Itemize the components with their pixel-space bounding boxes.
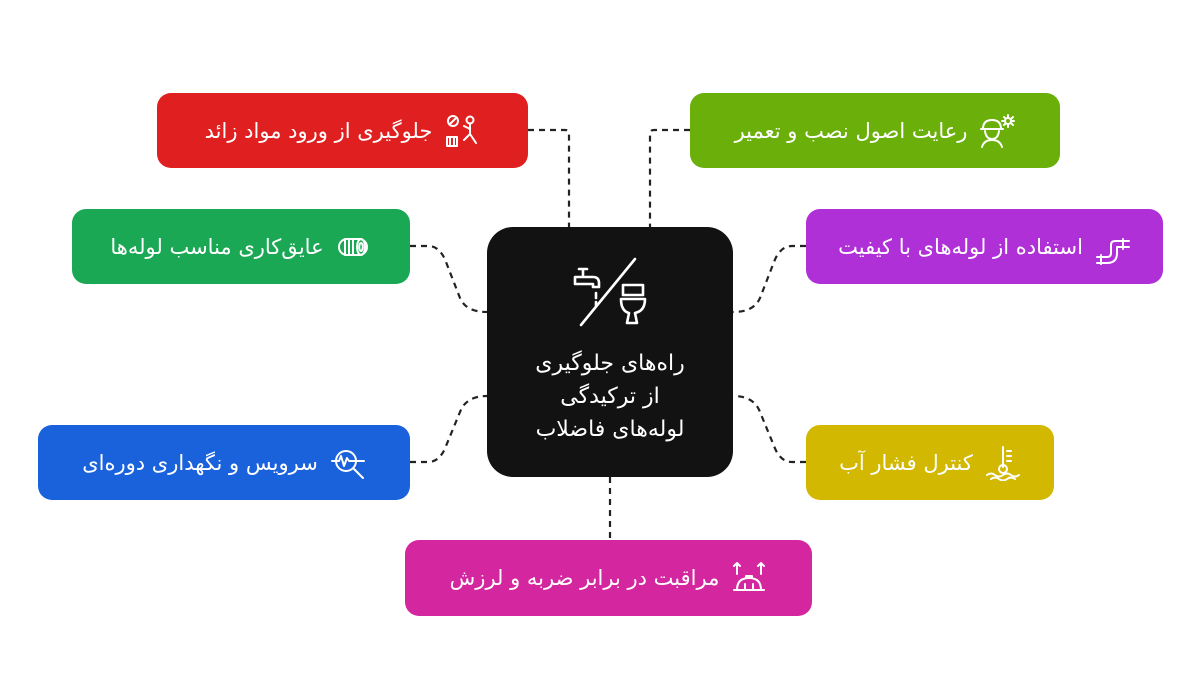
- water-pressure-icon: [985, 445, 1021, 481]
- node-prevent-waste: جلوگیری از ورود مواد زائد: [157, 93, 528, 168]
- central-topic: راه‌های جلوگیری از ترکیدگی لوله‌های فاضل…: [487, 227, 733, 477]
- node-installation-repair: رعایت اصول نصب و تعمیر: [690, 93, 1060, 168]
- node-impact-vibration: مراقبت در برابر ضربه و لرزش: [405, 540, 812, 616]
- node-quality-pipes: استفاده از لوله‌های با کیفیت: [806, 209, 1163, 284]
- node-periodic-service: سرویس و نگهداری دوره‌ای: [38, 425, 410, 500]
- pipe-icon: [1095, 229, 1131, 265]
- node-label: کنترل فشار آب: [839, 450, 973, 475]
- central-title-line-1: راه‌های جلوگیری: [535, 351, 685, 376]
- node-label: رعایت اصول نصب و تعمیر: [734, 118, 968, 143]
- connector-lime: [648, 128, 690, 227]
- node-label: مراقبت در برابر ضربه و لرزش: [449, 566, 720, 590]
- node-label: استفاده از لوله‌های با کیفیت: [838, 234, 1083, 259]
- central-title-line-2: از ترکیدگی: [560, 384, 660, 409]
- faucet-toilet-slash-icon: [565, 249, 655, 333]
- connector-green: [410, 244, 488, 314]
- impact-protection-icon: [731, 560, 767, 596]
- connector-red: [528, 128, 571, 227]
- connector-yellow: [732, 394, 806, 464]
- worker-gear-icon: [979, 113, 1016, 149]
- pipe-insulation-icon: [336, 229, 372, 265]
- no-waste-icon: [444, 113, 480, 149]
- node-label: عایق‌کاری مناسب لوله‌ها: [110, 234, 324, 259]
- central-title-line-3: لوله‌های فاضلاب: [535, 417, 685, 442]
- node-water-pressure: کنترل فشار آب: [806, 425, 1054, 500]
- node-label: سرویس و نگهداری دوره‌ای: [82, 450, 318, 475]
- connector-purple: [732, 244, 806, 314]
- central-title: راه‌های جلوگیری از ترکیدگی لوله‌های فاضل…: [535, 347, 685, 446]
- node-label: جلوگیری از ورود مواد زائد: [204, 118, 433, 143]
- node-pipe-insulation: عایق‌کاری مناسب لوله‌ها: [72, 209, 410, 284]
- connector-blue: [410, 394, 488, 464]
- inspection-icon: [330, 445, 366, 481]
